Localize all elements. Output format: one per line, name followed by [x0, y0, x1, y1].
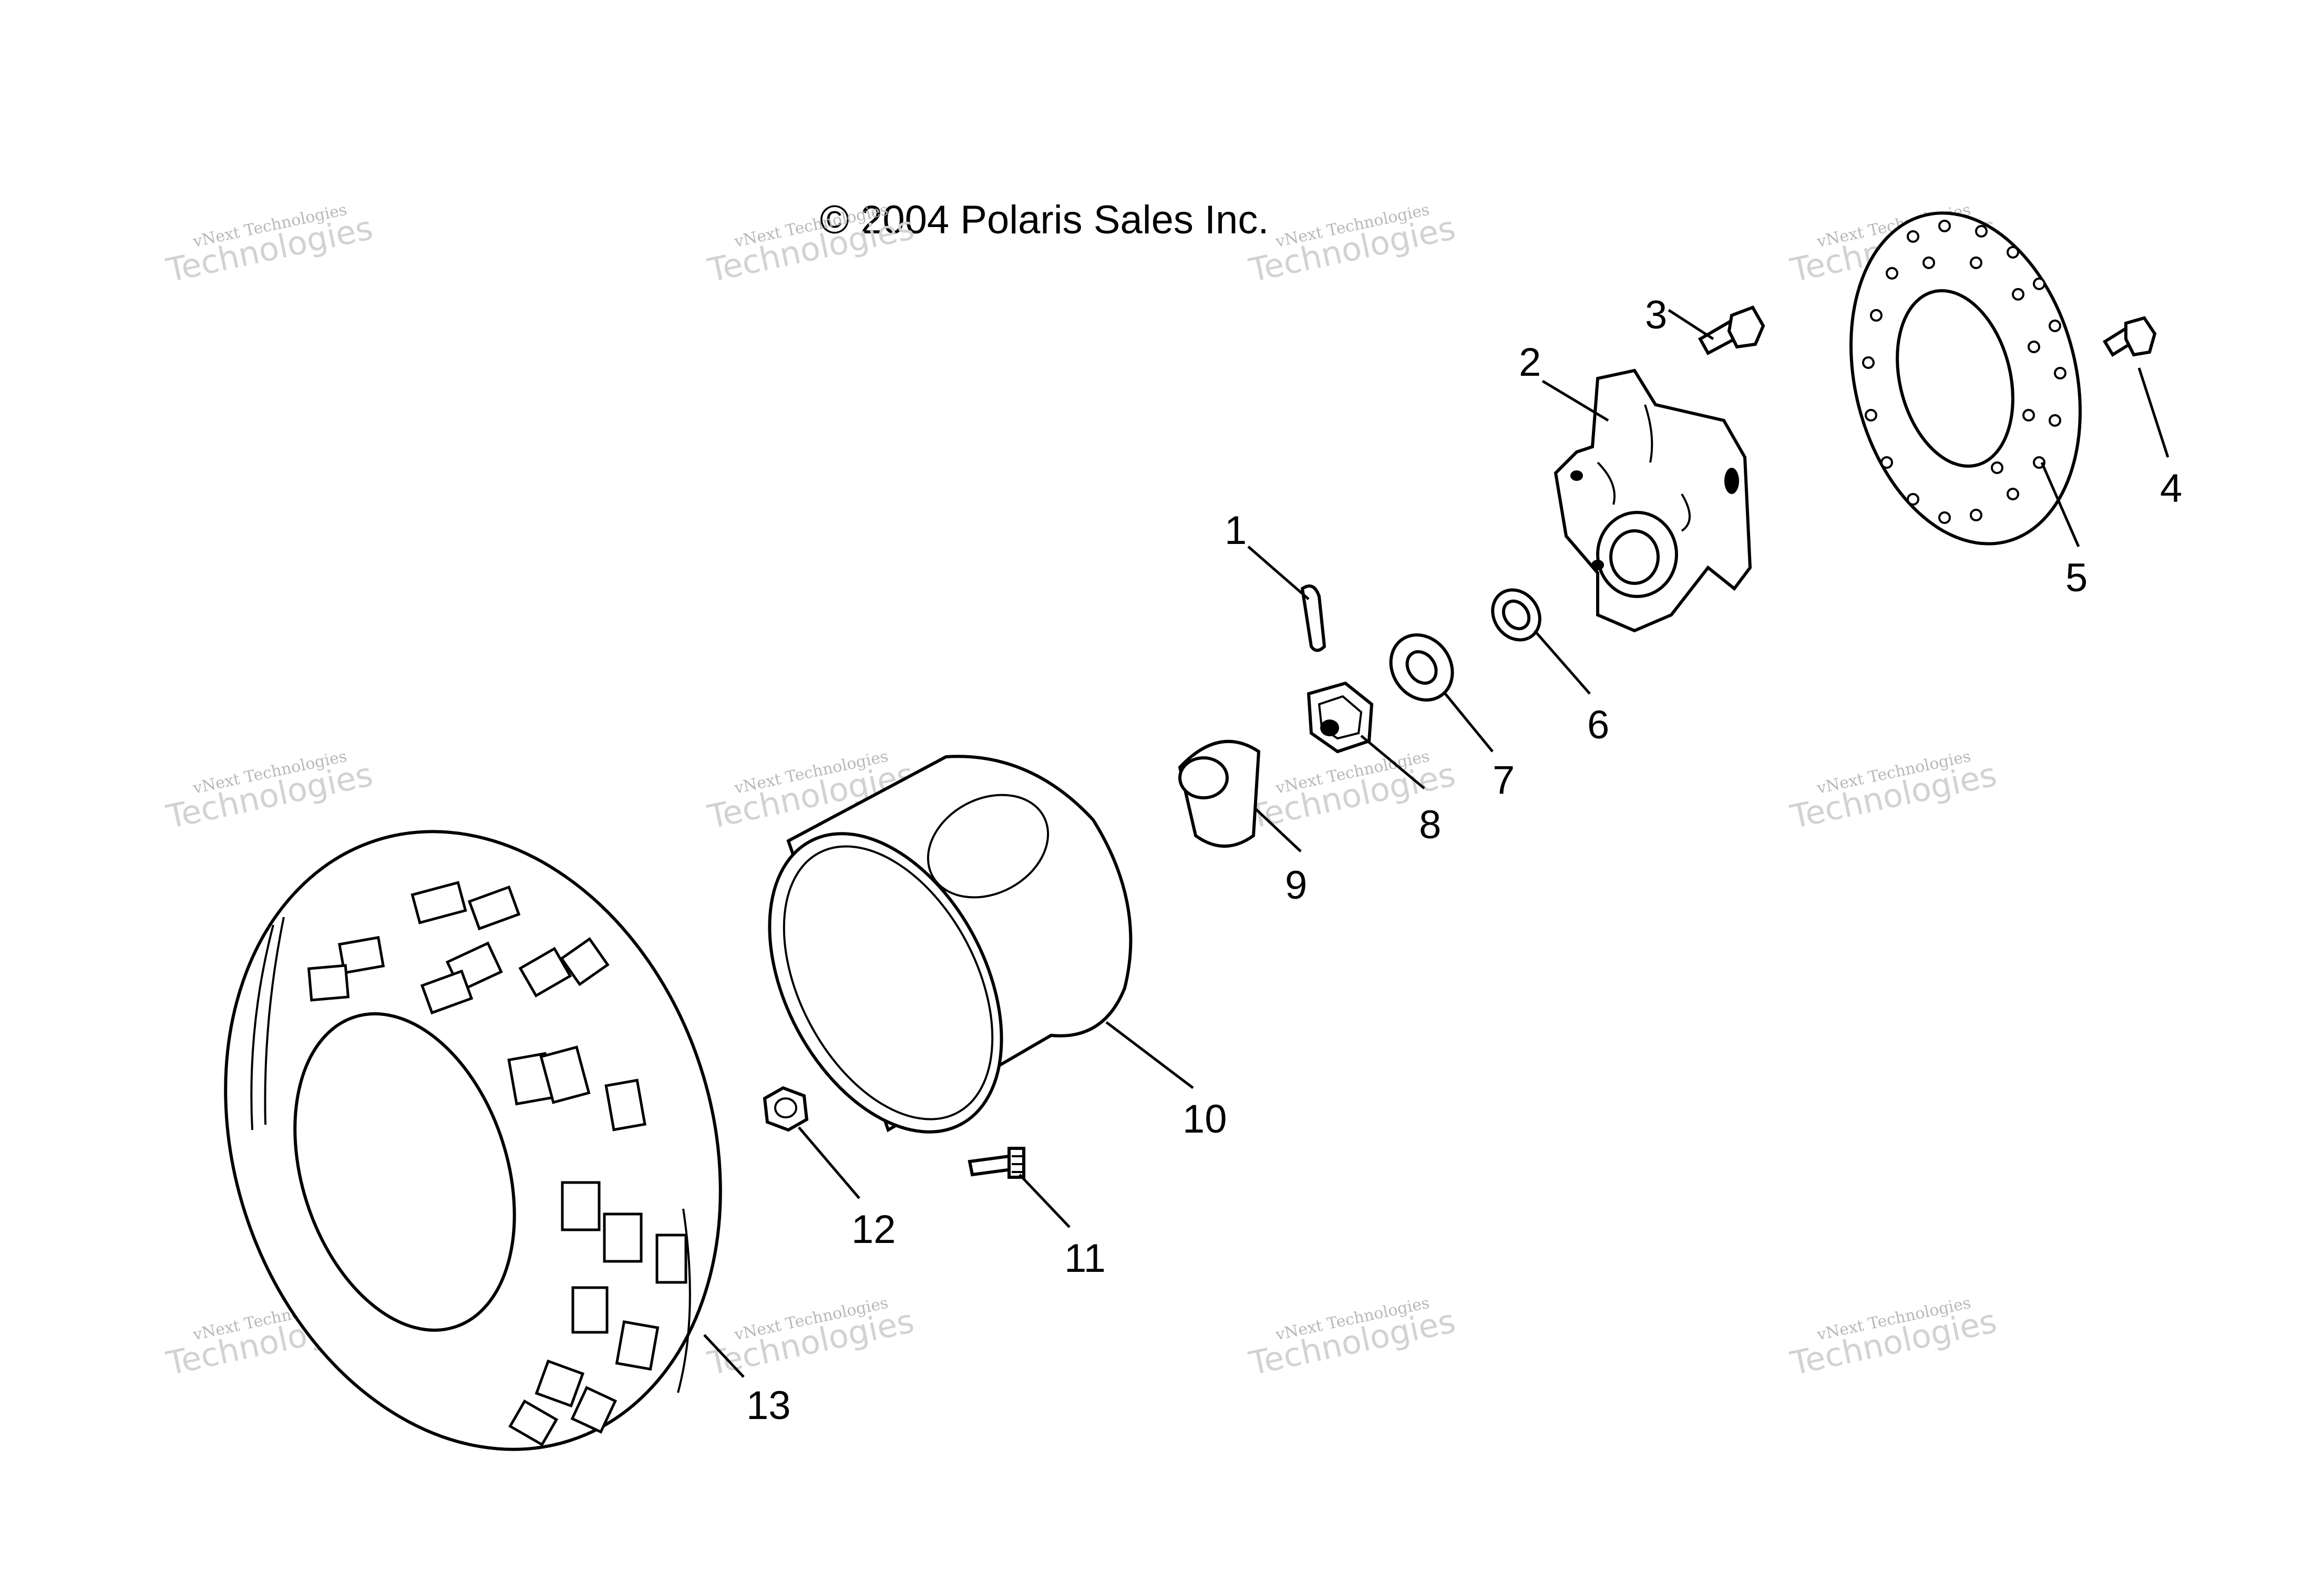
callout-7: 7 [1493, 758, 1515, 803]
washer-part [1389, 633, 1454, 702]
callout-8: 8 [1419, 803, 1441, 847]
leader-lines [703, 309, 2169, 1378]
bolt-part [1698, 305, 1765, 356]
hub-part [1554, 368, 1752, 633]
valve-stem-part [968, 1147, 1025, 1179]
watermark-tile: vNext Technologies Technologies [704, 1294, 918, 1383]
callout-1: 1 [1225, 508, 1247, 553]
rim-part [768, 755, 1133, 1134]
watermark-tile: vNext Technologies Technologies [1787, 747, 2000, 837]
leader-line-7 [1444, 693, 1494, 753]
watermark-tile: vNext Technologies Technologies [1246, 1294, 1459, 1383]
callout-11: 11 [1064, 1236, 1106, 1281]
watermark-tile: vNext Technologies Technologies [163, 747, 376, 837]
dust-cap-part [1178, 739, 1261, 848]
callout-6: 6 [1587, 703, 1609, 747]
callout-4: 4 [2160, 466, 2182, 511]
callout-10: 10 [1182, 1097, 1227, 1142]
callout-13: 13 [746, 1383, 791, 1428]
cotter-pin-part [1300, 584, 1326, 652]
lug-nut-part [763, 1086, 809, 1132]
leader-line-5 [2040, 461, 2080, 548]
callout-9: 9 [1285, 863, 1307, 908]
leader-line-6 [1534, 630, 1591, 695]
tire-tread-blocks [307, 881, 687, 1447]
leader-line-4 [2137, 367, 2169, 458]
brake-disc-holes [1862, 220, 2066, 524]
leader-line-10 [1105, 1021, 1194, 1089]
callout-12: 12 [851, 1207, 896, 1252]
leader-line-3 [1668, 309, 1714, 341]
leader-line-13 [703, 1334, 745, 1378]
tire-part [224, 830, 722, 1451]
callout-2: 2 [1519, 340, 1541, 385]
callout-5: 5 [2065, 556, 2088, 600]
watermark-tile: vNext Technologies Technologies [704, 201, 918, 290]
leader-line-9 [1255, 808, 1302, 852]
leader-line-1 [1247, 546, 1310, 600]
copyright-notice: © 2004 Polaris Sales Inc. [820, 198, 1269, 242]
leader-line-2 [1541, 379, 1609, 422]
callout-3: 3 [1645, 293, 1667, 337]
brake-disc-part [1849, 211, 2082, 546]
watermark-tile: vNext Technologies Technologies [163, 201, 376, 290]
leader-line-12 [798, 1126, 860, 1199]
castle-nut-part [1307, 681, 1374, 754]
watermark-tile: vNext Technologies Technologies [1246, 201, 1459, 290]
leader-line-8 [1360, 735, 1425, 789]
disc-bolt-part [2102, 316, 2157, 357]
spacer-part [1491, 588, 1541, 642]
watermark-tile: vNext Technologies Technologies [1787, 1294, 2000, 1383]
leader-line-11 [1019, 1174, 1071, 1228]
